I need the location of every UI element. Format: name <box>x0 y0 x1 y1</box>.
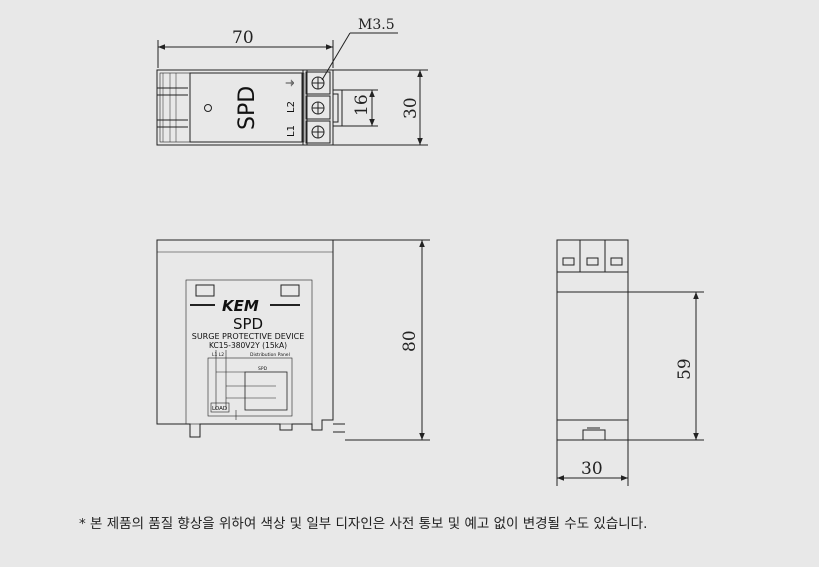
front-description: SURGE PROTECTIVE DEVICE <box>192 332 305 341</box>
terminal-label-l1: L1 <box>286 125 297 137</box>
top-dim-height: 30 <box>401 97 421 119</box>
side-view <box>556 239 704 486</box>
front-brand: KEM <box>222 297 259 315</box>
front-model: KC15-380V2Y (15kA) <box>209 341 287 350</box>
diagram-panel-label: Distribution Panel <box>250 352 290 358</box>
front-view <box>156 239 430 441</box>
side-dim-height: 59 <box>675 358 695 380</box>
screw-label: M3.5 <box>358 17 395 33</box>
front-product: SPD <box>233 315 263 333</box>
front-dim-height: 80 <box>400 330 420 352</box>
terminal-label-l2: L2 <box>286 101 297 113</box>
terminal-label-ground: ⏚ <box>285 78 297 88</box>
top-dim-length: 70 <box>232 28 254 48</box>
footnote: * 본 제품의 품질 향상을 위하여 색상 및 일부 디자인은 사전 통보 및 … <box>79 516 648 532</box>
diagram-terminals: L1 L2 <box>212 352 224 358</box>
top-dim-terminal: 16 <box>352 94 372 116</box>
top-view <box>156 32 428 146</box>
diagram-load-label: LOAD <box>212 406 227 412</box>
diagram-spd-label: SPD <box>258 366 268 372</box>
side-dim-width: 30 <box>581 459 603 479</box>
technical-drawing: 70 M3.5 16 30 SPD ⏚ L2 L1 KEM SPD S <box>156 17 704 486</box>
top-product-label: SPD <box>235 86 260 130</box>
